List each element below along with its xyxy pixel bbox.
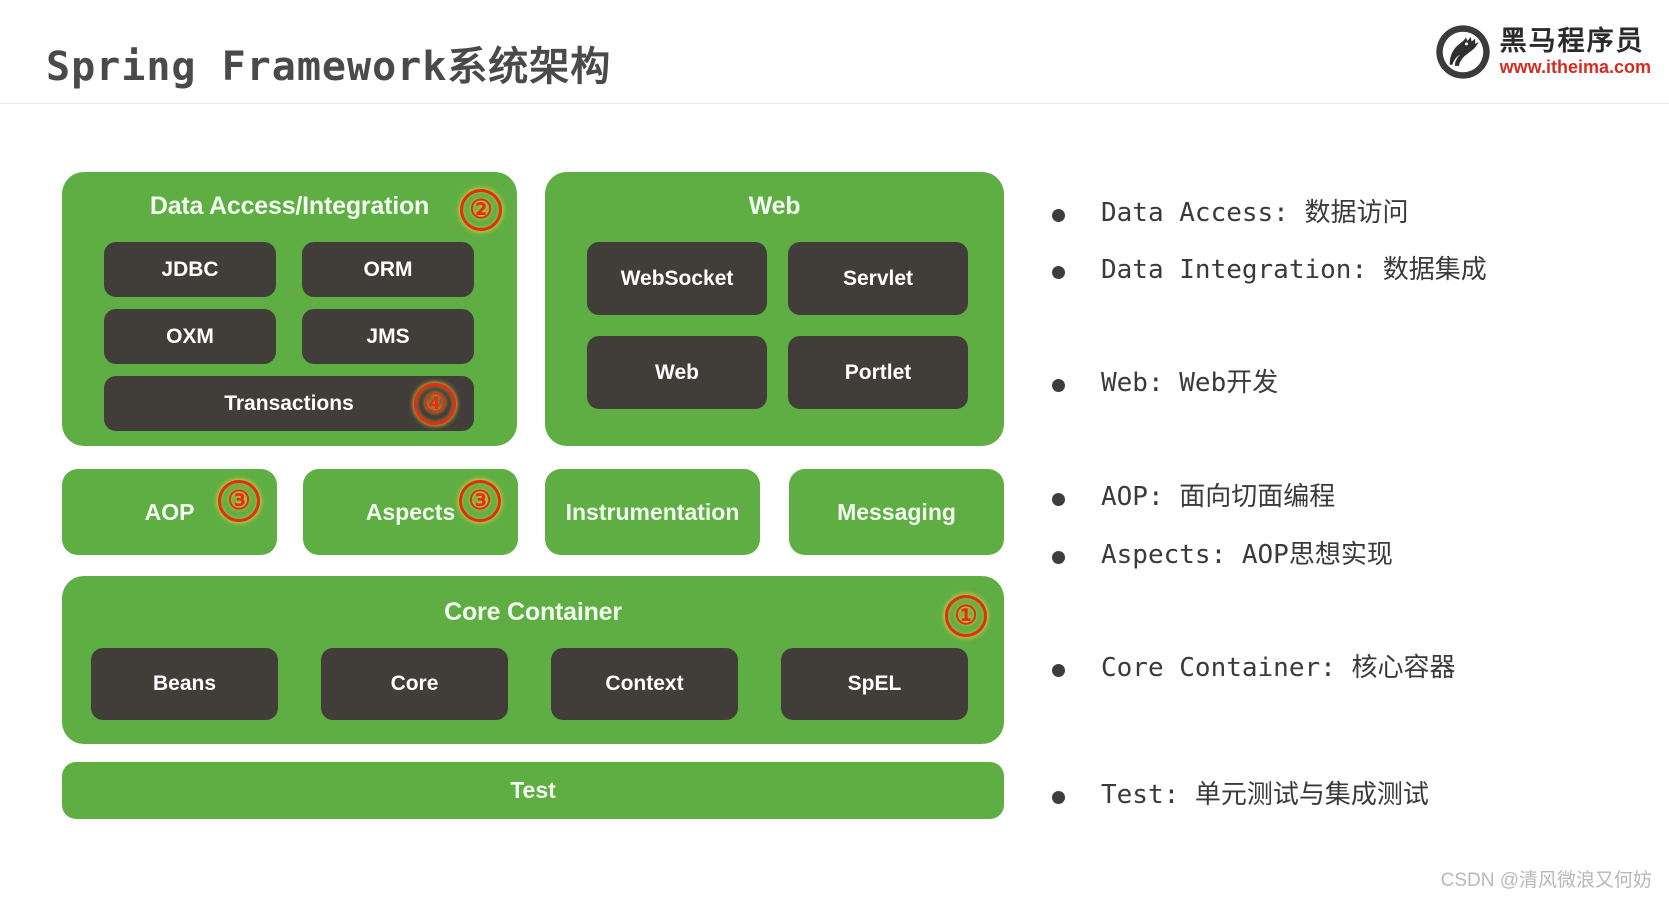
- list-item-label: Data Access: 数据访问: [1101, 198, 1409, 228]
- panel-title-data-access: Data Access/Integration: [149, 192, 430, 220]
- panel-label-aop: AOP: [144, 498, 195, 525]
- module-jms: JMS: [302, 309, 474, 364]
- page-title: Spring Framework系统架构: [46, 44, 612, 90]
- panel-messaging: Messaging: [789, 469, 1004, 555]
- brand-text-block: 黑马程序员 www.itheima.com: [1499, 26, 1651, 77]
- panel-instrumentation: Instrumentation: [545, 469, 760, 555]
- list-item: AOP: 面向切面编程: [1052, 482, 1335, 513]
- list-item: Data Access: 数据访问: [1052, 198, 1409, 229]
- horse-head-circle-logo-icon: [1434, 23, 1492, 81]
- panel-title-core-container: Core Container: [444, 598, 622, 626]
- module-websocket: WebSocket: [587, 242, 767, 315]
- brand-name: 黑马程序员: [1499, 26, 1645, 56]
- brand-logo: 黑马程序员 www.itheima.com: [1434, 20, 1651, 84]
- spring-architecture-diagram: Data Access/Integration ② JDBC ORM OXM J…: [62, 172, 1004, 822]
- annotation-3-aspects: ③: [459, 480, 501, 522]
- list-item: Core Container: 核心容器: [1052, 653, 1455, 684]
- bullet-dot-icon: [1052, 551, 1065, 564]
- list-item-label: AOP: 面向切面编程: [1101, 482, 1336, 512]
- module-servlet: Servlet: [788, 242, 968, 315]
- annotation-1: ①: [945, 595, 987, 637]
- list-item: Test: 单元测试与集成测试: [1052, 780, 1429, 811]
- bullet-dot-icon: [1052, 493, 1065, 506]
- list-item: Web: Web开发: [1052, 368, 1278, 399]
- module-core: Core: [321, 648, 508, 720]
- module-orm: ORM: [302, 242, 474, 297]
- panel-label-aspects: Aspects: [365, 498, 456, 525]
- bullet-dot-icon: [1052, 209, 1065, 222]
- module-transactions: Transactions: [104, 376, 474, 431]
- module-web: Web: [587, 336, 767, 409]
- bullet-dot-icon: [1052, 266, 1065, 279]
- list-item-label: Test: 单元测试与集成测试: [1101, 780, 1429, 810]
- brand-url: www.itheima.com: [1499, 57, 1651, 77]
- panel-web: Web WebSocket Servlet Web Portlet: [545, 172, 1004, 446]
- panel-data-access-integration: Data Access/Integration ② JDBC ORM OXM J…: [62, 172, 517, 446]
- annotation-2: ②: [460, 189, 502, 231]
- module-jdbc: JDBC: [104, 242, 276, 297]
- csdn-watermark: CSDN @清风微浪又何妨: [1440, 870, 1652, 891]
- panel-title-web: Web: [748, 192, 801, 220]
- bullet-dot-icon: [1052, 791, 1065, 804]
- list-item: Aspects: AOP思想实现: [1052, 540, 1393, 571]
- panel-aop: AOP ③: [62, 469, 277, 555]
- list-item-label: Web: Web开发: [1101, 368, 1279, 398]
- list-item-label: Aspects: AOP思想实现: [1101, 540, 1393, 570]
- annotation-3-aop: ③: [218, 480, 260, 522]
- bullet-dot-icon: [1052, 664, 1065, 677]
- list-item: Data Integration: 数据集成: [1052, 255, 1487, 286]
- module-portlet: Portlet: [788, 336, 968, 409]
- panel-aspects: Aspects ③: [303, 469, 518, 555]
- panel-test: Test: [62, 762, 1004, 819]
- list-item-label: Data Integration: 数据集成: [1101, 255, 1487, 285]
- list-item-label: Core Container: 核心容器: [1101, 653, 1456, 683]
- module-context: Context: [551, 648, 738, 720]
- annotation-4: ④: [414, 383, 456, 425]
- module-spel: SpEL: [781, 648, 968, 720]
- panel-core-container: Core Container ① Beans Core Context SpEL: [62, 576, 1004, 744]
- bullet-dot-icon: [1052, 379, 1065, 392]
- page-header: Spring Framework系统架构 黑马程序员 www.itheima.c…: [0, 0, 1669, 104]
- module-beans: Beans: [91, 648, 278, 720]
- module-oxm: OXM: [104, 309, 276, 364]
